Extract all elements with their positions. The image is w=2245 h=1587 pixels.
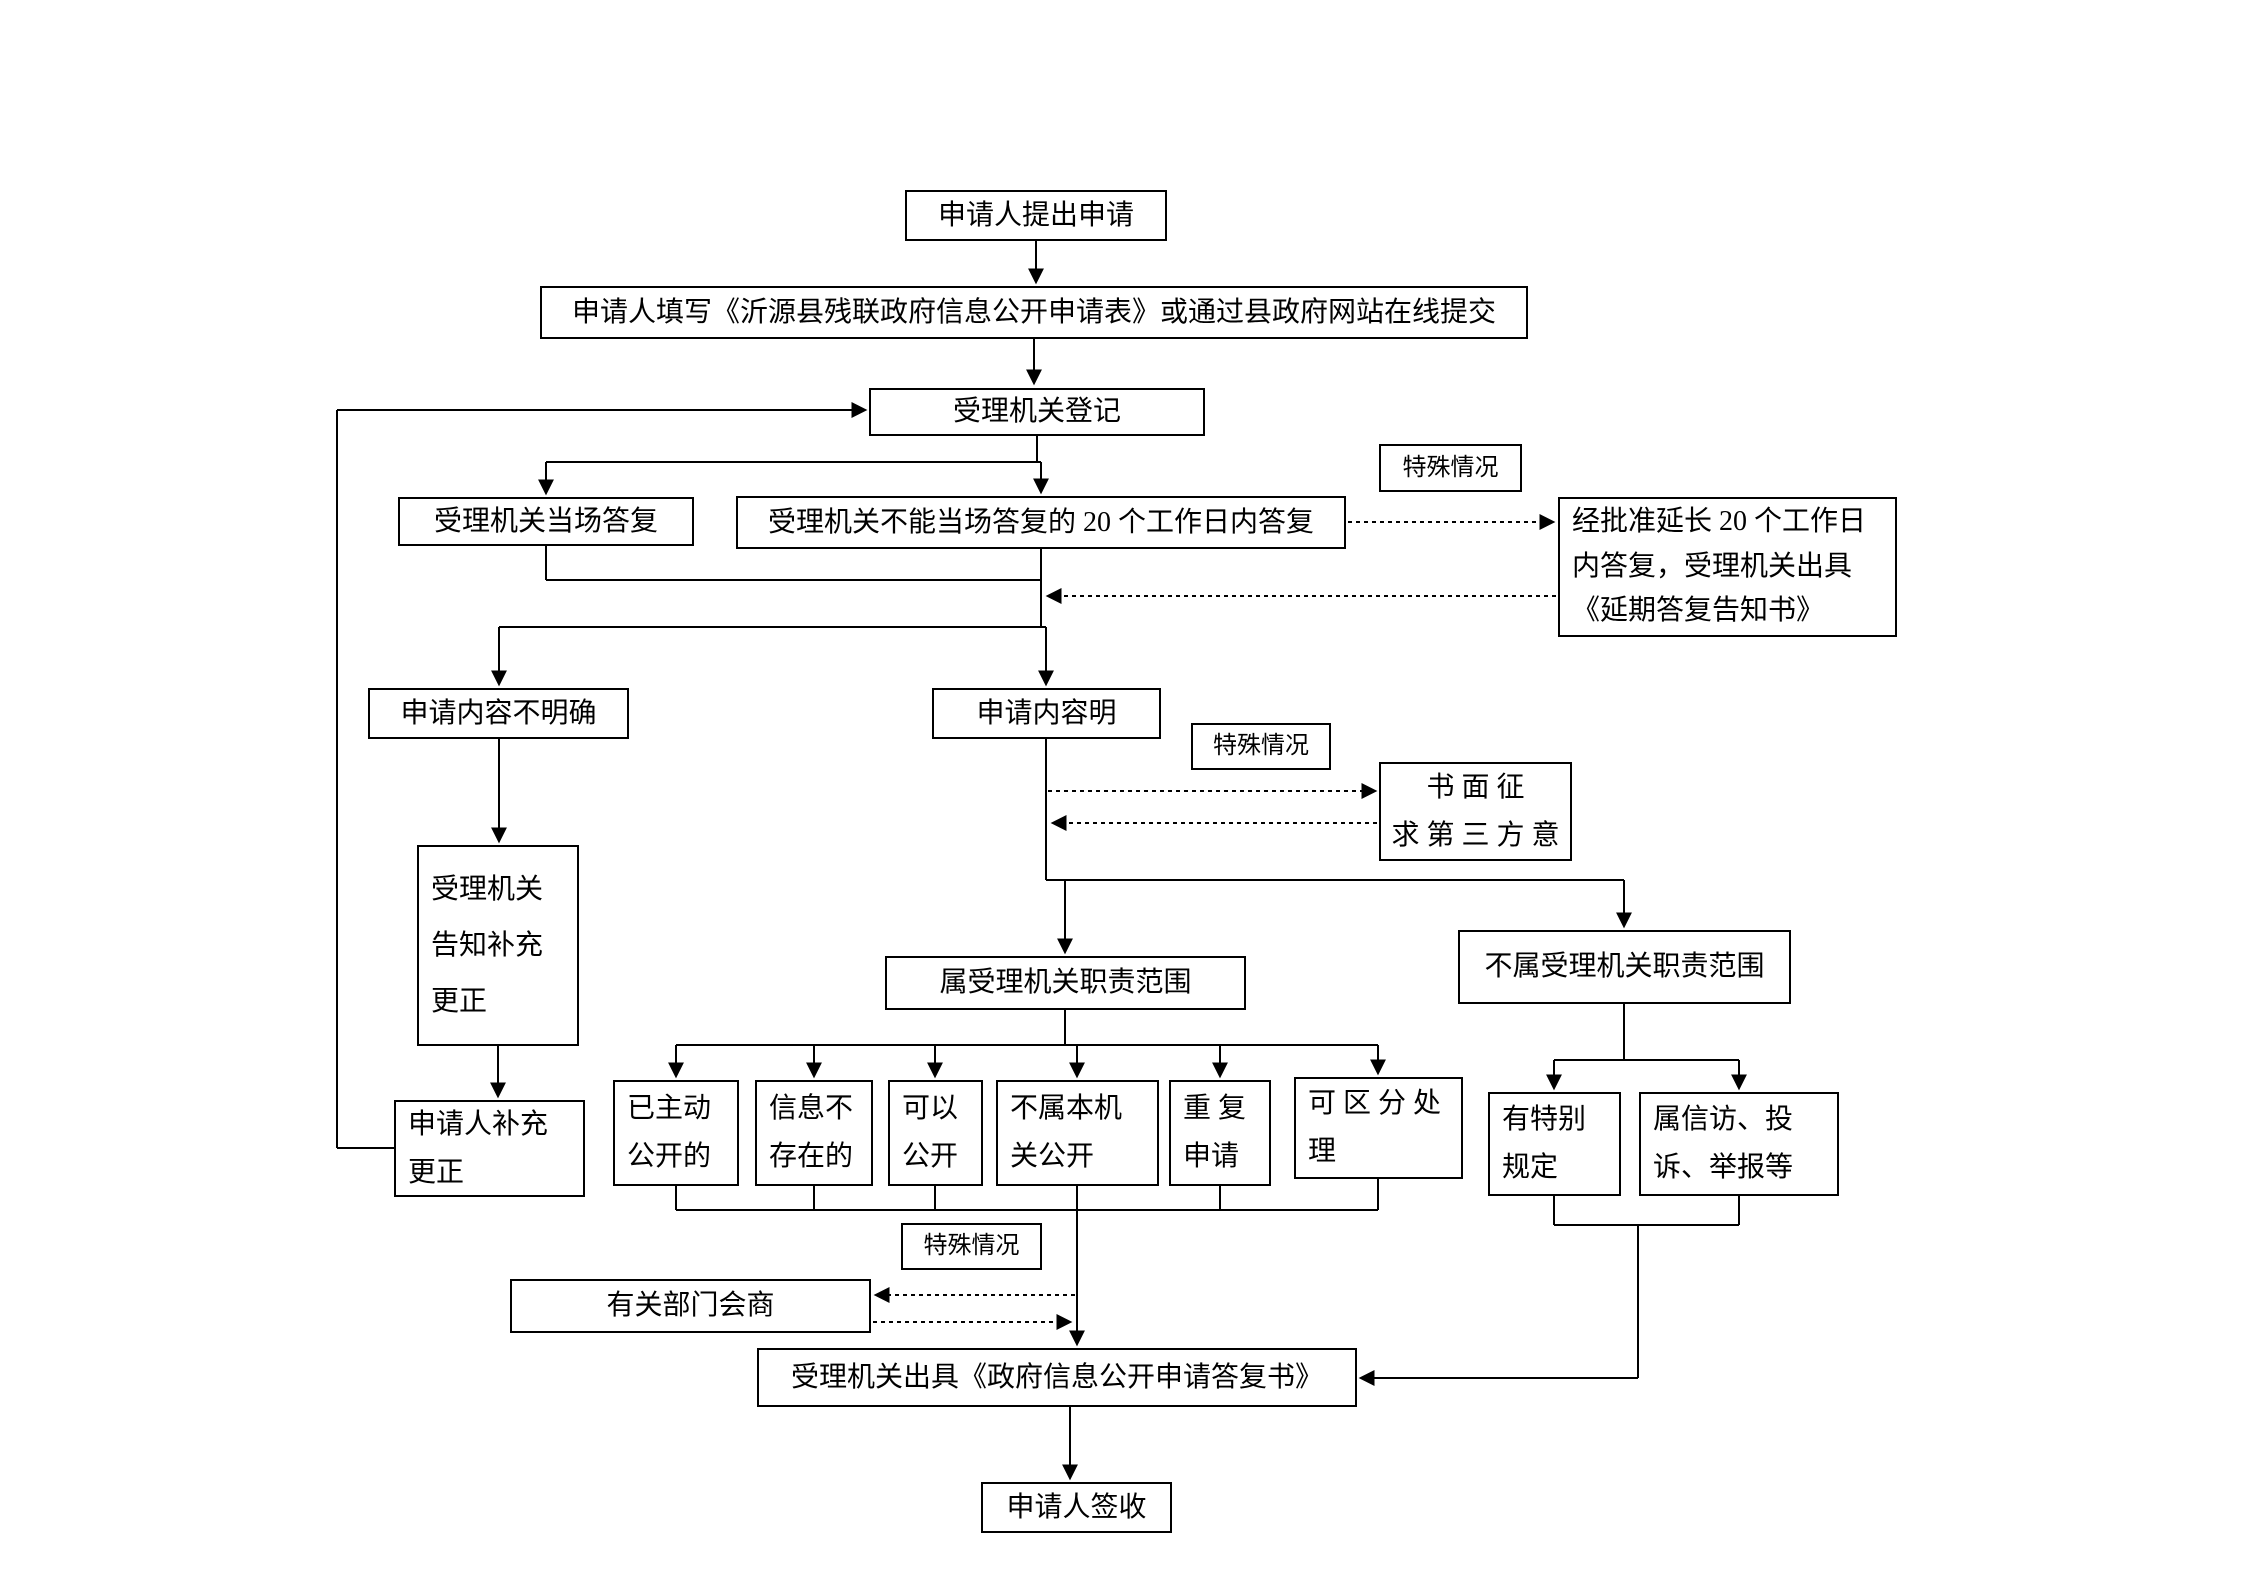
label-special-case-3: 特殊情况: [901, 1223, 1042, 1270]
node-notify-supplement: 受理机关 告知补充 更正: [417, 845, 579, 1046]
node-issue-reply: 受理机关出具《政府信息公开申请答复书》: [757, 1348, 1357, 1407]
node-onspot-reply: 受理机关当场答复: [398, 497, 694, 546]
node-submit-application: 申请人提出申请: [905, 190, 1167, 241]
node-within-scope: 属受理机关职责范围: [885, 956, 1246, 1010]
node-repeat-application: 重 复 申请: [1169, 1080, 1271, 1186]
node-fill-form: 申请人填写《沂源县残联政府信息公开申请表》或通过县政府网站在线提交: [540, 286, 1528, 339]
node-reply-within-20-days: 受理机关不能当场答复的 20 个工作日内答复: [736, 496, 1346, 549]
node-can-public: 可以 公开: [888, 1080, 983, 1186]
node-not-within-scope: 不属受理机关职责范围: [1458, 930, 1791, 1004]
node-register: 受理机关登记: [869, 388, 1205, 436]
node-consult-third-party: 书 面 征 求 第 三 方 意: [1379, 762, 1572, 861]
label-special-case-2: 特殊情况: [1191, 723, 1331, 770]
node-not-this-organ: 不属本机 关公开: [996, 1080, 1159, 1186]
node-extend-20-days: 经批准延长 20 个工作日 内答复，受理机关出具 《延期答复告知书》: [1558, 497, 1897, 637]
node-applicant-sign: 申请人签收: [981, 1482, 1172, 1533]
label-special-case-1: 特殊情况: [1379, 444, 1522, 492]
node-content-clear: 申请内容明: [932, 688, 1161, 739]
node-department-consult: 有关部门会商: [510, 1279, 871, 1333]
node-distinguish-handle: 可 区 分 处 理: [1294, 1077, 1463, 1179]
node-already-public: 已主动 公开的: [613, 1080, 739, 1186]
node-info-not-exist: 信息不 存在的: [755, 1080, 873, 1186]
node-special-provision: 有特别 规定: [1488, 1092, 1621, 1196]
node-content-unclear: 申请内容不明确: [368, 688, 629, 739]
node-petition-complaint: 属信访、投 诉、举报等: [1639, 1092, 1839, 1196]
node-applicant-supplement: 申请人补充 更正: [394, 1100, 585, 1197]
